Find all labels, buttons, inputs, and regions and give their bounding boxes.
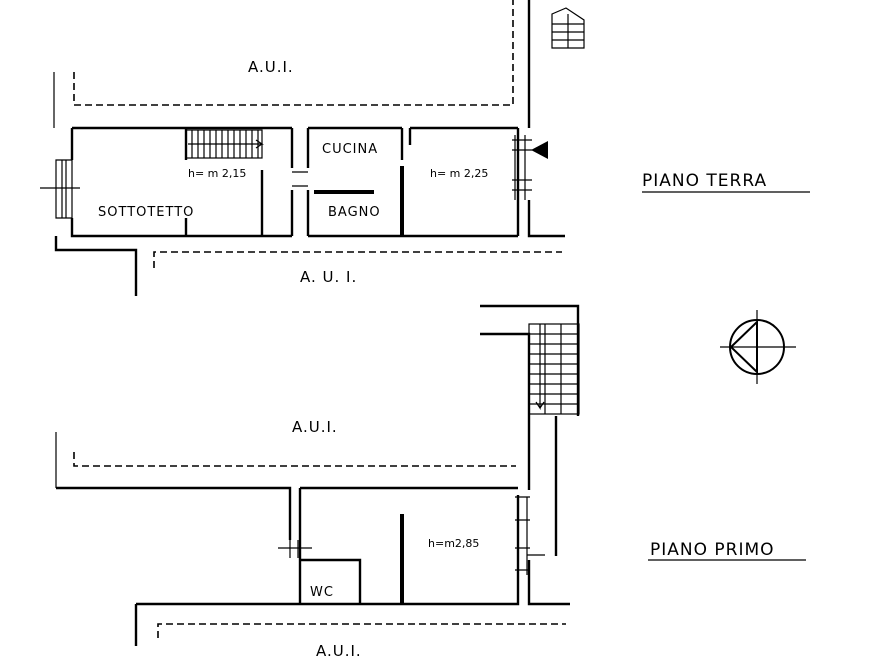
outer-wall-right-lower bbox=[527, 416, 570, 606]
stair-arrow-icon bbox=[535, 324, 545, 410]
room-label-sottotetto: SOTTOTETTO bbox=[98, 205, 194, 220]
ground-floor-plan: A.U.I. A. U. I. SOTTOTETTO CUCINA BAGNO … bbox=[40, 0, 585, 296]
aui-label: A.U.I. bbox=[292, 418, 338, 436]
floor-title-primo: PIANO PRIMO bbox=[650, 540, 775, 560]
north-arrow-icon bbox=[720, 310, 796, 384]
window-right bbox=[512, 135, 532, 200]
boundary-dashed-top bbox=[73, 0, 514, 106]
door-opening bbox=[278, 540, 312, 558]
height-label: h= m 2,25 bbox=[430, 167, 488, 180]
aui-label: A. U. I. bbox=[300, 268, 357, 286]
boundary-dashed-bottom bbox=[153, 251, 562, 268]
height-label: h=m2,85 bbox=[428, 537, 479, 550]
stair-arrow-icon bbox=[188, 139, 264, 149]
first-floor-plan: A.U.I. A.U.I. WC h=m2,85 bbox=[55, 304, 580, 660]
entrance-arrow-icon bbox=[531, 141, 548, 159]
ground-floor-partition bbox=[290, 128, 310, 236]
outer-wall-right bbox=[527, 118, 565, 238]
aui-label: A.U.I. bbox=[248, 58, 294, 76]
ground-floor-outline bbox=[70, 126, 520, 238]
floor-title-terra: PIANO TERRA bbox=[642, 171, 767, 191]
aui-label: A.U.I. bbox=[316, 642, 362, 660]
bathroom-wall bbox=[314, 166, 404, 236]
window-right bbox=[515, 496, 545, 575]
ground-external-stair bbox=[551, 7, 585, 49]
first-stair-steps bbox=[529, 324, 579, 414]
height-label: h= m 2,15 bbox=[188, 167, 246, 180]
outer-wall-top-right bbox=[480, 304, 580, 416]
window-left bbox=[40, 159, 80, 219]
wc-walls bbox=[298, 488, 362, 604]
first-floor-outline-top bbox=[56, 486, 518, 540]
door-opening bbox=[292, 171, 308, 187]
first-external-stair bbox=[528, 323, 580, 415]
boundary-dashed-top bbox=[73, 452, 516, 467]
boundary-dashed-bottom bbox=[157, 623, 566, 638]
room-label-wc: WC bbox=[310, 585, 334, 600]
room-label-bagno: BAGNO bbox=[328, 205, 381, 220]
boundary-bottom-left bbox=[54, 236, 138, 296]
room-label-cucina: CUCINA bbox=[322, 142, 378, 157]
